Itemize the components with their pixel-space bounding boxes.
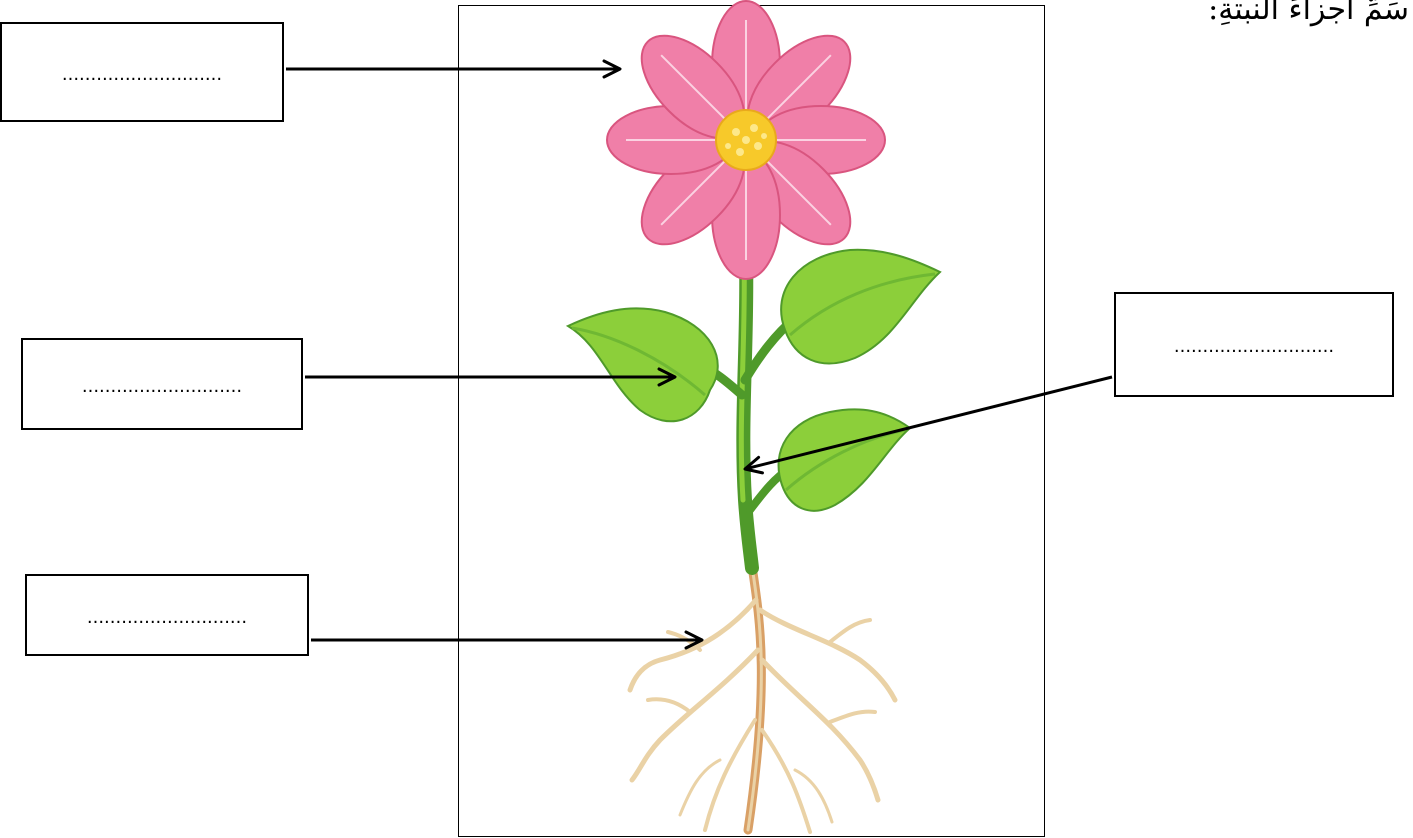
root-label-box[interactable]: ............................ xyxy=(25,574,309,656)
root-label-blank: ............................ xyxy=(87,607,247,628)
stem-label-box[interactable]: ............................ xyxy=(1114,292,1394,397)
plant-flower xyxy=(607,1,885,279)
leaf-label-blank: ............................ xyxy=(82,376,242,397)
leaf-label-box[interactable]: ............................ xyxy=(21,338,303,430)
flower-label-blank: ............................ xyxy=(62,64,222,85)
plant-leaves xyxy=(568,250,940,511)
flower-label-box[interactable]: ............................ xyxy=(0,22,284,122)
stem-label-blank: ............................ xyxy=(1174,336,1334,357)
plant-roots xyxy=(630,566,895,832)
worksheet-title: سَمِّ أجزاءَ النبتةِ: xyxy=(1208,0,1409,27)
stem-arrow xyxy=(745,377,1112,469)
